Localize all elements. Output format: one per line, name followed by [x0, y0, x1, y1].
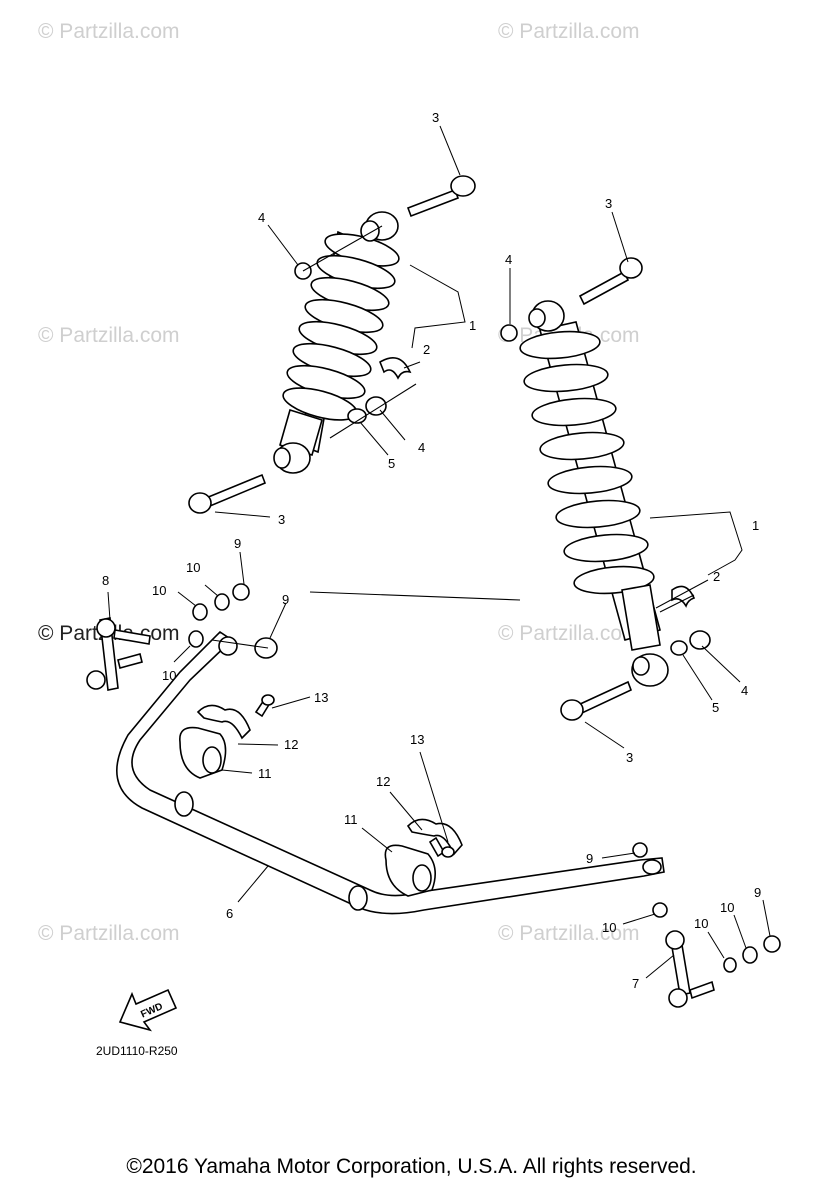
watermark: © Partzilla.com [498, 622, 640, 645]
callout-number: 3 [278, 512, 285, 527]
callout-number: 2 [713, 569, 720, 584]
callout-number: 1 [469, 318, 476, 333]
callout-number: 3 [605, 196, 612, 211]
callout-number: 9 [586, 851, 593, 866]
callout-number: 10 [152, 583, 166, 598]
callout-number: 3 [626, 750, 633, 765]
callout-number: 4 [258, 210, 265, 225]
watermark: © Partzilla.com [38, 20, 180, 43]
callout-number: 6 [226, 906, 233, 921]
callout-number: 7 [632, 976, 639, 991]
callouts: 3 4 1 2 4 5 3 3 4 1 2 4 5 3 8 9 10 10 9 … [102, 110, 761, 991]
stabilizer-bar [86, 583, 781, 1008]
watermark: © Partzilla.com [38, 922, 180, 945]
callout-number: 11 [344, 812, 358, 827]
callout-number: 9 [754, 885, 761, 900]
callout-number: 10 [162, 668, 176, 683]
callout-number: 4 [418, 440, 425, 455]
shock-absorber-left [188, 175, 476, 514]
callout-number: 4 [741, 683, 748, 698]
callout-number: 4 [505, 252, 512, 267]
callout-number: 10 [602, 920, 616, 935]
callout-number: 12 [284, 737, 298, 752]
leader-lines [107, 125, 771, 979]
callout-number: 8 [102, 573, 109, 588]
callout-number: 5 [712, 700, 719, 715]
diagram-code: 2UD1110-R250 [96, 1044, 178, 1058]
copyright-text: ©2016 Yamaha Motor Corporation, U.S.A. A… [126, 1155, 697, 1178]
callout-number: 3 [432, 110, 439, 125]
callout-number: 11 [258, 766, 272, 781]
callout-number: 9 [234, 536, 241, 551]
forward-arrow-icon: FWD [118, 988, 178, 1032]
watermark: © Partzilla.com [498, 922, 640, 945]
watermark: © Partzilla.com [38, 324, 180, 347]
callout-number: 10 [720, 900, 734, 915]
callout-number: 13 [410, 732, 424, 747]
callout-number: 10 [186, 560, 200, 575]
callout-number: 2 [423, 342, 430, 357]
callout-number: 10 [694, 916, 708, 931]
callout-number: 1 [752, 518, 759, 533]
watermark: © Partzilla.com [498, 20, 640, 43]
callout-number: 12 [376, 774, 390, 789]
callout-number: 5 [388, 456, 395, 471]
callout-number: 13 [314, 690, 328, 705]
callout-number: 9 [282, 592, 289, 607]
shock-absorber-right [500, 257, 711, 721]
